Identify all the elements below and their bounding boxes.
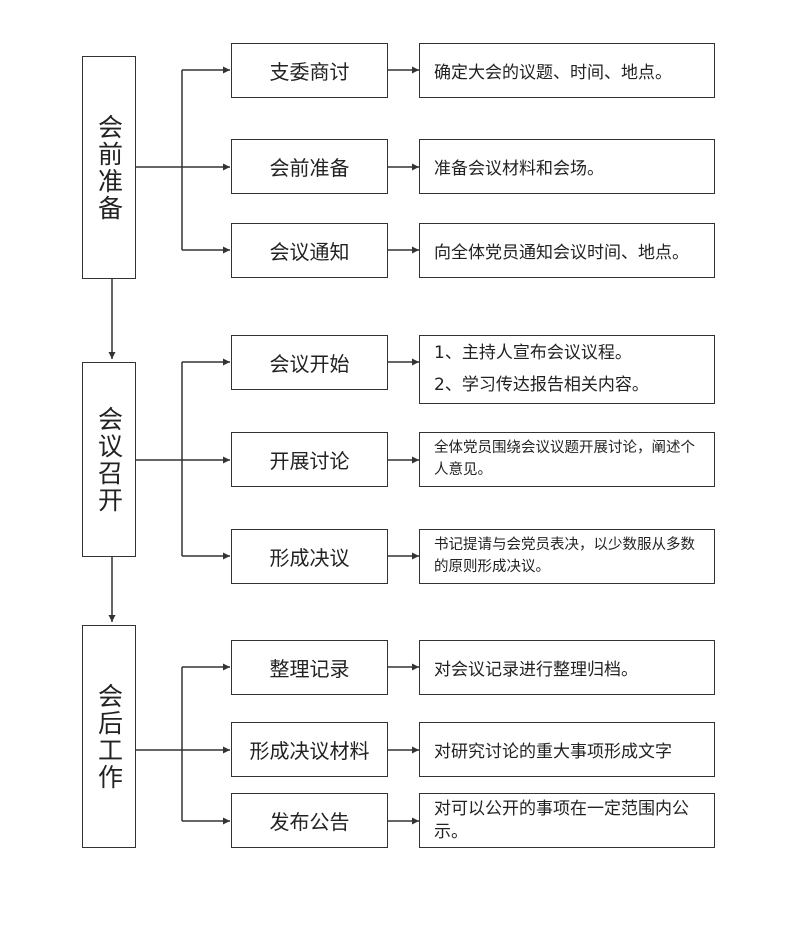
description-text: 全体党员围绕会议议题开展讨论，阐述个人意见。 [434, 440, 695, 478]
description-text: 2、学习传达报告相关内容。 [434, 374, 649, 395]
step-label: 整理记录 [269, 657, 350, 681]
phase-box-post-meeting: 会后工作 [82, 625, 136, 848]
step-label: 会前准备 [269, 156, 350, 180]
step-box: 形成决议 [231, 529, 388, 584]
step-box: 支委商讨 [231, 43, 388, 98]
step-box: 会前准备 [231, 139, 388, 194]
description-text: 书记提请与会党员表决，以少数服从多数的原则形成决议。 [434, 537, 695, 575]
description-text: 向全体党员通知会议时间、地点。 [434, 243, 689, 263]
step-box: 整理记录 [231, 640, 388, 695]
description-box: 全体党员围绕会议议题开展讨论，阐述个人意见。 [419, 432, 715, 487]
phase-label: 会后工作 [94, 682, 124, 791]
description-box: 书记提请与会党员表决，以少数服从多数的原则形成决议。 [419, 529, 715, 584]
step-label: 会议开始 [269, 352, 350, 376]
step-label: 支委商讨 [269, 60, 350, 84]
description-text: 对可以公开的事项在一定范围内公示。 [434, 799, 689, 842]
step-label: 开展讨论 [269, 449, 350, 473]
description-box: 确定大会的议题、时间、地点。 [419, 43, 715, 98]
description-text: 确定大会的议题、时间、地点。 [434, 63, 672, 83]
description-box: 对可以公开的事项在一定范围内公示。 [419, 793, 715, 848]
description-box: 对研究讨论的重大事项形成文字 [419, 722, 715, 777]
step-box: 发布公告 [231, 793, 388, 848]
step-box: 会议开始 [231, 335, 388, 390]
description-text: 准备会议材料和会场。 [434, 159, 604, 179]
description-box: 向全体党员通知会议时间、地点。 [419, 223, 715, 278]
step-box: 会议通知 [231, 223, 388, 278]
phase-box-meeting: 会议召开 [82, 362, 136, 557]
step-box: 形成决议材料 [231, 722, 388, 777]
phase-box-pre-meeting: 会前准备 [82, 56, 136, 279]
step-box: 开展讨论 [231, 432, 388, 487]
step-label: 发布公告 [269, 810, 350, 834]
phase-label: 会前准备 [94, 113, 124, 222]
phase-label: 会议召开 [94, 405, 124, 514]
description-text: 1、主持人宣布会议议程。 [434, 343, 632, 364]
step-label: 形成决议 [269, 546, 350, 570]
description-text: 对会议记录进行整理归档。 [434, 660, 638, 680]
description-box: 准备会议材料和会场。 [419, 139, 715, 194]
description-text: 对研究讨论的重大事项形成文字 [434, 742, 672, 762]
description-box: 1、主持人宣布会议议程。 2、学习传达报告相关内容。 [419, 335, 715, 404]
step-label: 形成决议材料 [249, 739, 370, 763]
description-box: 对会议记录进行整理归档。 [419, 640, 715, 695]
step-label: 会议通知 [269, 240, 350, 264]
